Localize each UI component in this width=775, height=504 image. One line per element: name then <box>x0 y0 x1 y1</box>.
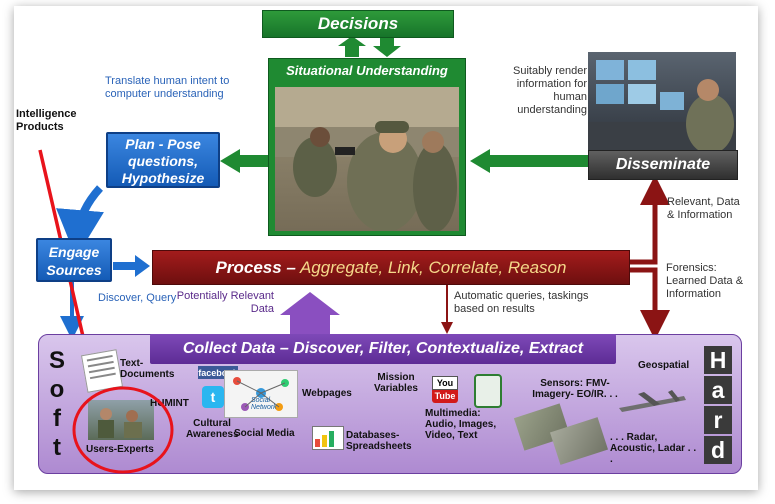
youtube-tube: Tube <box>432 390 458 403</box>
youtube-you: You <box>432 376 458 390</box>
users-experts-label: Users-Experts <box>86 444 154 455</box>
geospatial-label: Geospatial <box>638 360 690 371</box>
situational-title: Situational Understanding <box>286 63 448 78</box>
soldiers-photo <box>275 87 459 231</box>
humint-label: HUMINT <box>150 398 189 409</box>
soft-letter: o <box>49 376 65 403</box>
process-steps: Aggregate, Link, Correlate, Reason <box>295 258 567 277</box>
webpages-label: Webpages <box>302 388 352 399</box>
soft-label: S o f t <box>44 346 70 462</box>
social-network-graphic: Social Network <box>224 370 298 418</box>
soft-letter: f <box>53 405 61 432</box>
mission-variables-label: Mission Variables <box>374 372 418 394</box>
spreadsheet-icon <box>312 426 344 450</box>
process-bar: Process – Aggregate, Link, Correlate, Re… <box>152 250 630 285</box>
hard-letter: H <box>704 346 732 374</box>
operator-photo <box>588 52 736 152</box>
phone-icon <box>474 374 502 408</box>
down-arrow-icon <box>373 36 401 57</box>
drone-icon <box>619 390 686 412</box>
up-arrow-icon <box>338 36 366 57</box>
collect-bar: Collect Data – Discover, Filter, Context… <box>150 334 616 364</box>
plan-box: Plan - Pose questions, Hypothesize <box>106 132 220 188</box>
render-note: Suitably render information for human un… <box>513 65 587 116</box>
sensors-label: Sensors: FMV-Imagery- EO/IR. . . <box>532 378 618 400</box>
collect-title: Collect Data – <box>182 340 289 357</box>
engage-sources-box: Engage Sources <box>36 238 112 282</box>
humint-photo <box>88 400 154 440</box>
translate-note: Translate human intent to computer under… <box>105 75 230 100</box>
youtube-icon: You Tube <box>432 376 458 404</box>
text-documents-label: Text- Documents <box>120 358 175 380</box>
soft-letter: t <box>53 434 61 461</box>
relevant-note: Relevant, Data & Information <box>667 196 740 221</box>
cultural-awareness-label: Cultural Awareness <box>186 418 239 440</box>
left-arrow-icon <box>470 149 590 173</box>
disseminate-box: Disseminate <box>588 150 738 180</box>
intelligence-products-label: Intelligence Products <box>16 108 77 133</box>
forensics-note: Forensics: Learned Data & Information <box>666 262 744 300</box>
hard-label: H a r d <box>704 346 732 464</box>
radar-label: . . . Radar, Acoustic, Ladar . . . <box>610 432 697 465</box>
soft-letter: S <box>48 347 65 374</box>
potentially-relevant-note: Potentially Relevant Data <box>176 290 274 315</box>
hard-letter: d <box>704 436 732 464</box>
multimedia-label: Multimedia: Audio, Images, Video, Text <box>425 408 497 441</box>
process-title: Process – <box>215 258 296 277</box>
decisions-box: Decisions <box>262 10 454 38</box>
automatic-queries-note: Automatic queries, taskings based on res… <box>454 290 589 315</box>
hard-letter: r <box>704 406 732 434</box>
collect-steps: Discover, Filter, Contextualize, Extract <box>288 340 584 357</box>
social-network-text: Social Network <box>251 397 277 411</box>
databases-label: Databases- Spreadsheets <box>346 430 412 452</box>
left-arrow-icon-2 <box>220 149 275 173</box>
social-media-label: Social Media <box>234 428 295 439</box>
hard-letter: a <box>704 376 732 404</box>
discover-query-note: Discover, Query <box>98 292 177 304</box>
situational-panel: Situational Understanding <box>268 58 466 236</box>
twitter-icon: t <box>202 386 224 408</box>
highlight-circle <box>72 386 174 474</box>
